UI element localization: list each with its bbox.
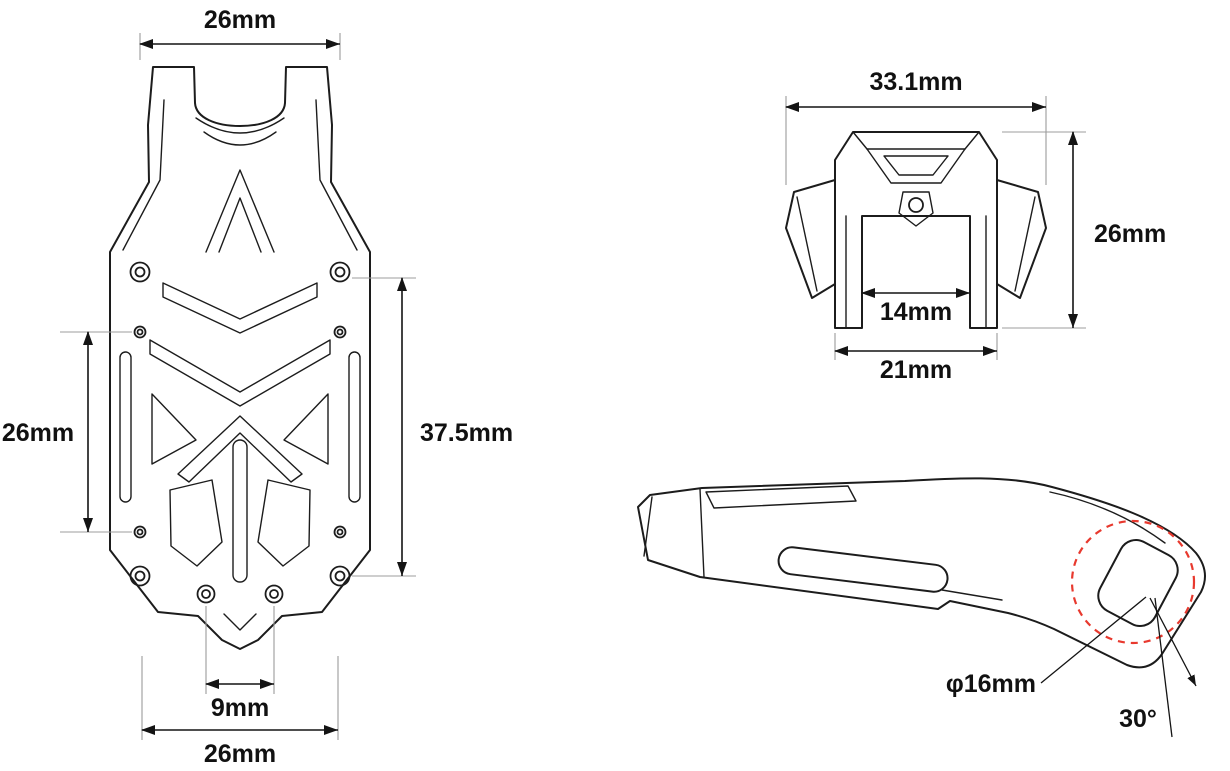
arm-details (643, 485, 1179, 627)
screw-hole (134, 266, 146, 278)
tip-divider-line (699, 488, 705, 578)
dimension-label: 37.5mm (420, 419, 513, 447)
chevron-slot-mid (149, 339, 331, 407)
top-plate-outline (705, 485, 857, 509)
screw-hole (134, 570, 146, 582)
dim-plate-left-span: 26mm (2, 331, 132, 533)
fork-saddle-arc-inner (203, 131, 277, 146)
wing-right-crease (1014, 196, 1036, 292)
triangle-cutout-left (151, 393, 197, 465)
pin-hole (336, 328, 344, 336)
callout-mount-angle: 30° (1119, 597, 1197, 738)
screw-hole (334, 266, 346, 278)
dimension-label: 26mm (1094, 220, 1166, 248)
dimension-label: 14mm (880, 298, 952, 326)
side-slot-left (119, 351, 132, 503)
pin-hole (133, 525, 147, 539)
clamp-wings (785, 179, 1047, 299)
arm-slot (777, 546, 949, 593)
dim-plate-hole-pitch: 9mm (205, 606, 275, 722)
leader-line (1040, 596, 1147, 684)
center-slot (232, 439, 248, 583)
neck-inner-line-right (315, 99, 358, 251)
screw-hole (329, 261, 351, 283)
clamp-front-view: 33.1mm 26mm 14mm 21mm (785, 68, 1166, 384)
dimension-label: 21mm (880, 356, 952, 384)
chevron-slot-top (162, 282, 318, 334)
dimension-label: 33.1mm (869, 68, 962, 96)
step-line (941, 589, 1003, 601)
dimension-label: 26mm (204, 6, 276, 34)
extension-line (60, 331, 132, 533)
pin-hole (336, 528, 344, 536)
clamp-silhouette (834, 131, 998, 329)
latch-shape (898, 191, 934, 227)
screw-hole (329, 565, 351, 587)
bottom-hole (269, 589, 279, 599)
dim-plate-bottom-width: 26mm (141, 656, 339, 768)
top-recess-outer (866, 148, 966, 184)
pentagon-cutout-right (257, 479, 311, 567)
extension-line (139, 33, 341, 60)
bottom-hole (264, 584, 284, 604)
wing-left (785, 179, 836, 299)
dimension-label: 26mm (2, 419, 74, 447)
screw-hole (334, 570, 346, 582)
callout-hole-diameter: φ16mm (946, 596, 1147, 698)
fork-saddle-arc-outer (195, 117, 285, 134)
angle-measure-line (1149, 597, 1197, 687)
head-hole (1097, 539, 1179, 627)
wing-right (996, 179, 1047, 299)
highlight-circle (1070, 519, 1196, 645)
angle-reference-line (1154, 597, 1173, 738)
latch-hole (908, 197, 924, 213)
dimension-label: 26mm (204, 740, 276, 768)
cap-corner-line-right (964, 131, 980, 150)
dim-clamp-inner-width: 14mm (861, 288, 970, 326)
screw-hole (129, 565, 151, 587)
pentagon-cutout-left (169, 479, 223, 567)
plate-holes (129, 261, 351, 604)
tail-inner-line (223, 613, 257, 631)
cap-corner-line-left (852, 131, 868, 150)
extension-line (785, 96, 1047, 185)
neck-aframe-inner (218, 197, 262, 253)
dimension-label: 30° (1119, 705, 1157, 733)
lambda-slot (177, 415, 303, 483)
clamp-top-details (852, 131, 980, 227)
dim-plate-right-span: 37.5mm (352, 277, 513, 577)
neck-aframe-outer (205, 169, 275, 253)
wing-left-crease (796, 196, 818, 292)
dim-clamp-outer-width: 21mm (834, 333, 998, 384)
head-contour-line (1049, 491, 1166, 544)
bottom-hole (196, 584, 216, 604)
plate-cutouts (119, 282, 361, 631)
arm-side-view: φ16mm 30° (637, 477, 1206, 738)
plate-neck-details (122, 99, 358, 253)
tip-bevel-line (643, 496, 653, 557)
dimension-label: 9mm (211, 694, 269, 722)
bottom-hole (201, 589, 211, 599)
pin-hole (136, 328, 144, 336)
side-slot-right (348, 351, 361, 503)
extension-line (352, 277, 416, 577)
neck-inner-line-left (122, 99, 165, 251)
pin-hole (333, 325, 347, 339)
dim-clamp-height: 26mm (1002, 131, 1166, 329)
plate-outline (109, 66, 371, 650)
arm-outline (637, 477, 1206, 669)
dimension-label: φ16mm (946, 670, 1036, 698)
triangle-cutout-right (283, 393, 329, 465)
plate-top-view: 26mm 26mm 37.5mm 9mm 26mm (2, 6, 513, 768)
dim-clamp-overall-width: 33.1mm (785, 68, 1047, 185)
top-recess-inner (883, 155, 949, 176)
pin-hole (333, 525, 347, 539)
pin-hole (133, 325, 147, 339)
screw-hole (129, 261, 151, 283)
pin-hole (136, 528, 144, 536)
dim-plate-top-width: 26mm (139, 6, 341, 60)
